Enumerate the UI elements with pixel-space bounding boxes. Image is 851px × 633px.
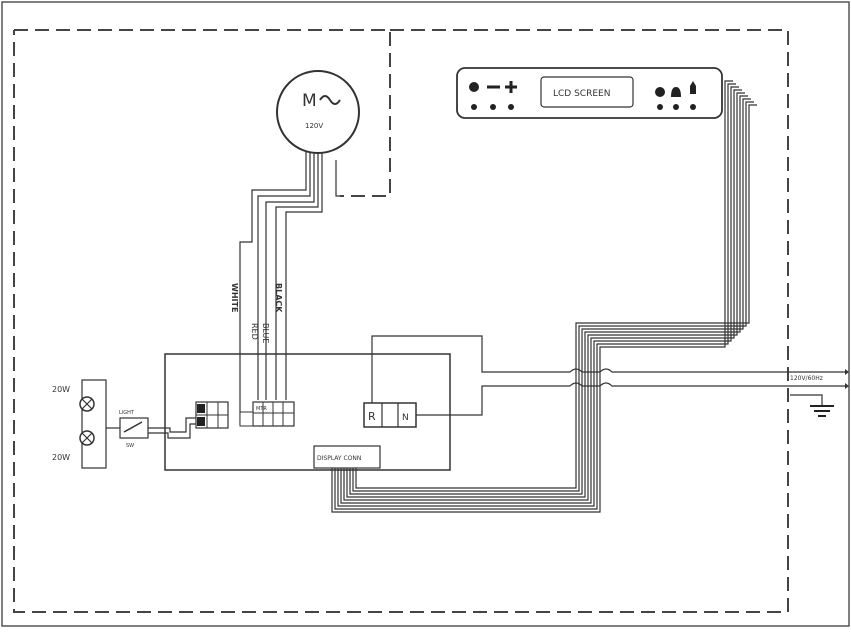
motor-wires xyxy=(239,152,340,425)
terminal-n: N xyxy=(402,413,409,423)
power-button-icon xyxy=(469,82,479,92)
motor-block-label: MTR xyxy=(256,406,267,412)
ac-wave-icon xyxy=(319,95,341,105)
control-panel: LCD SCREEN xyxy=(456,67,723,119)
plus-button-dot xyxy=(508,104,514,110)
display-connector-label: DISPLAY CONN xyxy=(317,455,361,462)
fan-button-dot xyxy=(657,104,663,110)
lcd-screen xyxy=(540,76,634,108)
bell-button-dot xyxy=(673,104,679,110)
supply-terminal: 120V/60Hz xyxy=(790,369,849,405)
enclosure-dashed-outline xyxy=(13,29,789,613)
wire-label-red: RED xyxy=(250,323,259,340)
power-terminals: R N xyxy=(363,402,417,428)
fan-button-icon xyxy=(655,87,665,97)
lamp-wiring xyxy=(106,417,196,439)
motor-circle xyxy=(276,70,360,154)
lamp-assembly: 20W 20W xyxy=(52,379,107,469)
control-board xyxy=(164,353,451,471)
switch-label-top: LIGHT xyxy=(119,410,135,416)
ground-icon xyxy=(810,405,834,417)
motor-terminal-block: MTR xyxy=(239,401,295,427)
lamp-bottom-label: 20W xyxy=(52,453,70,462)
lamp-connector xyxy=(195,401,229,429)
light-switch: LIGHT SW xyxy=(119,410,149,449)
ribbon-cable xyxy=(331,80,757,513)
motor: M 120V xyxy=(276,70,360,154)
light-button-dot xyxy=(690,104,696,110)
lcd-screen-label: LCD SCREEN xyxy=(553,89,610,99)
power-button-dot xyxy=(471,104,477,110)
motor-symbol: M xyxy=(302,91,317,111)
switch-label-bottom: SW xyxy=(126,443,134,449)
wire-label-white: WHITE xyxy=(230,283,239,312)
motor-voltage: 120V xyxy=(305,122,323,130)
enclosure-dashed-left xyxy=(14,29,391,197)
power-wiring xyxy=(371,335,845,416)
lamp-top-label: 20W xyxy=(52,385,70,394)
wire-label-blue: BLUE xyxy=(261,323,270,343)
minus-button-dot xyxy=(490,104,496,110)
bell-icon xyxy=(671,87,681,97)
supply-label: 120V/60Hz xyxy=(790,375,823,382)
light-icon xyxy=(690,81,696,94)
wire-label-black: BLACK xyxy=(274,283,283,313)
terminal-r: R xyxy=(368,410,376,423)
